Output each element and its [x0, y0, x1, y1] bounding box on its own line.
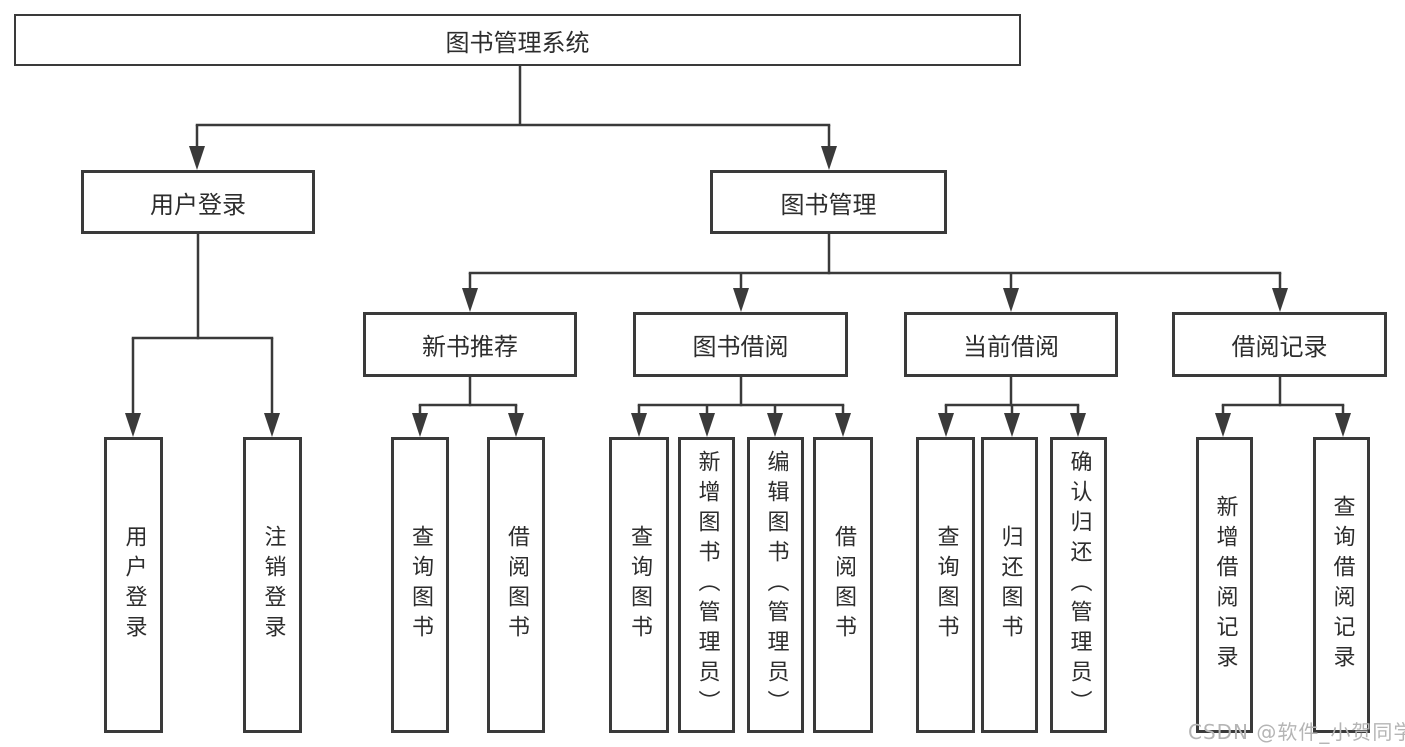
leaf-query-books-borrowing: 查询图书 [609, 437, 669, 733]
leaf-edit-books-admin: 编辑图书（管理员） [747, 437, 804, 733]
leaf-add-borrow-record: 新增借阅记录 [1196, 437, 1253, 733]
node-new-book-recommend: 新书推荐 [363, 312, 577, 377]
leaf-return-books: 归还图书 [981, 437, 1038, 733]
node-root-system: 图书管理系统 [14, 14, 1021, 66]
leaf-query-borrow-record: 查询借阅记录 [1313, 437, 1370, 733]
node-borrowing-records: 借阅记录 [1172, 312, 1387, 377]
leaf-logout: 注销登录 [243, 437, 302, 733]
leaf-query-books-recommend: 查询图书 [391, 437, 449, 733]
node-current-borrowing: 当前借阅 [904, 312, 1118, 377]
node-book-borrowing: 图书借阅 [633, 312, 848, 377]
csdn-watermark: CSDN @软件_小贺同学 [1188, 720, 1405, 744]
node-user-login-branch: 用户登录 [81, 170, 315, 234]
leaf-add-books-admin: 新增图书（管理员） [678, 437, 735, 733]
leaf-confirm-return-admin: 确认归还（管理员） [1050, 437, 1107, 733]
leaf-query-books-current: 查询图书 [916, 437, 975, 733]
leaf-borrow-books: 借阅图书 [813, 437, 873, 733]
node-book-management-branch: 图书管理 [710, 170, 947, 234]
leaf-borrow-books-recommend: 借阅图书 [487, 437, 545, 733]
leaf-user-login: 用户登录 [104, 437, 163, 733]
